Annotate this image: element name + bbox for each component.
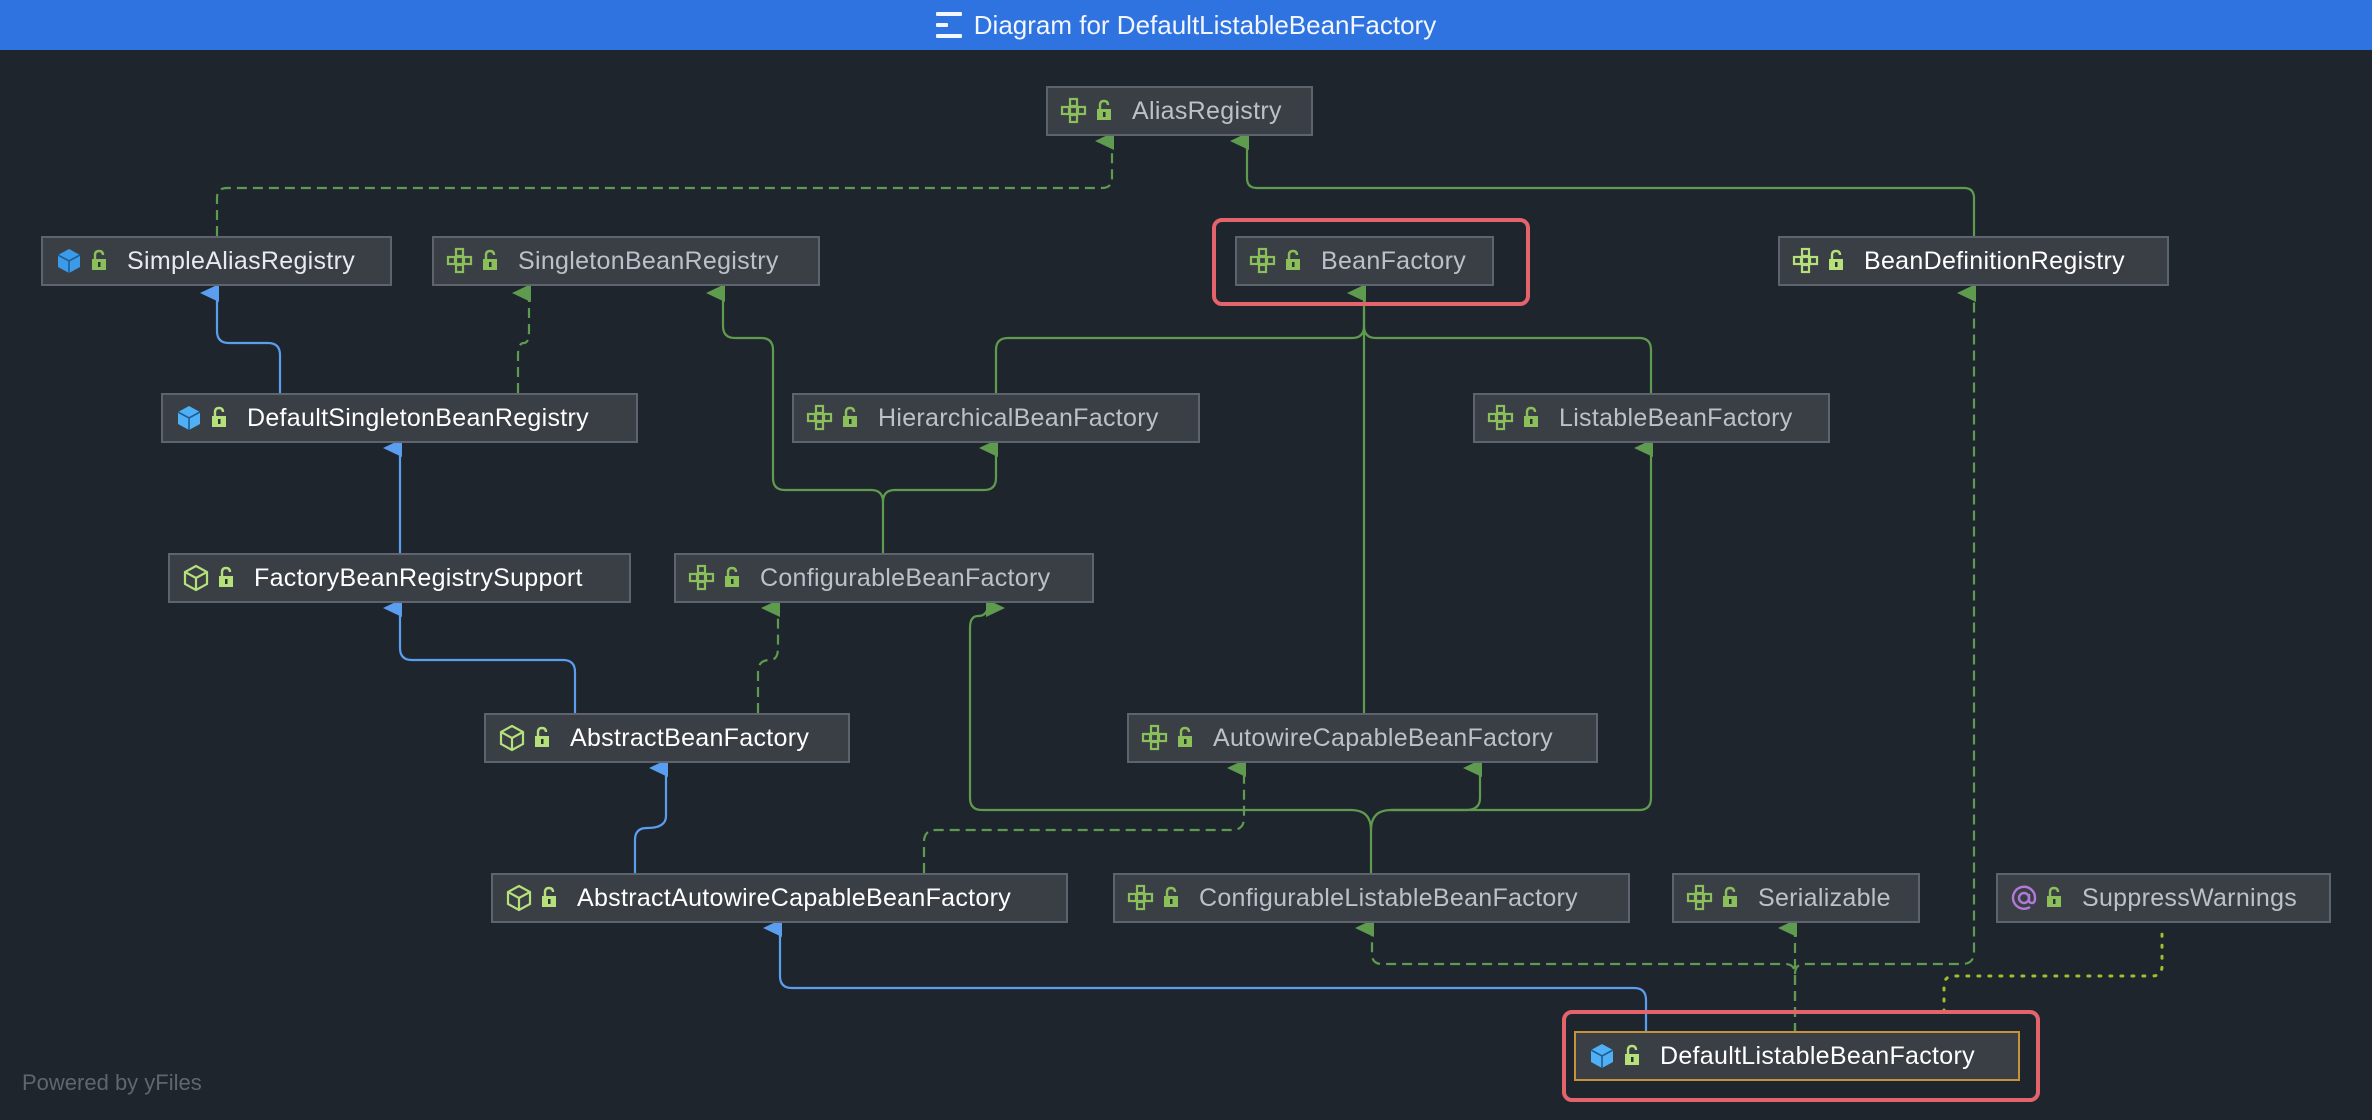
- node-label: SimpleAliasRegistry: [127, 246, 355, 275]
- node-configurable-listable-bean-factory[interactable]: ConfigurableListableBeanFactory: [1113, 873, 1630, 923]
- class-icon: [1590, 1044, 1614, 1068]
- public-lock-icon: [1524, 406, 1538, 427]
- node-label: FactoryBeanRegistrySupport: [254, 563, 583, 592]
- powered-by-footer: Powered by yFiles: [22, 1070, 202, 1095]
- edge-configurablebeanfactory-singletonbeanregistry: [706, 284, 885, 503]
- edge-abstractautowirecapablebeanfactory-abstractbeanfactory: [633, 759, 668, 873]
- public-lock-icon: [843, 406, 857, 427]
- interface-icon: [806, 404, 833, 431]
- edge-configurablelistablebeanfactory-listablebeanfactory: [1391, 439, 1653, 812]
- node-label: BeanFactory: [1321, 246, 1467, 275]
- relationship-edges: [200, 132, 2164, 1033]
- node-label: ConfigurableBeanFactory: [760, 563, 1051, 592]
- public-lock-icon: [212, 406, 226, 427]
- interface-icon: [1249, 247, 1276, 274]
- diagram-canvas[interactable]: AliasRegistry SimpleAliasRegistry Single…: [0, 50, 2372, 1120]
- public-lock-icon: [92, 249, 106, 270]
- public-lock-icon: [483, 249, 497, 270]
- node-listable-bean-factory[interactable]: ListableBeanFactory: [1473, 393, 1830, 443]
- node-simple-alias-registry[interactable]: SimpleAliasRegistry: [41, 236, 392, 286]
- node-label: DefaultListableBeanFactory: [1660, 1041, 1975, 1070]
- public-lock-icon: [725, 566, 739, 587]
- edge-listablebeanfactory-beanfactory: [1362, 325, 1653, 393]
- edge-defaultsingletonbeanregistry-singletonbeanregistry: [512, 284, 531, 393]
- node-alias-registry[interactable]: AliasRegistry: [1046, 86, 1313, 136]
- node-label: DefaultSingletonBeanRegistry: [247, 403, 589, 432]
- edge-defaultlistablebeanfactory-configurablelistablebeanfactory: [1355, 919, 1797, 1033]
- public-lock-icon: [2047, 886, 2061, 907]
- public-lock-icon: [542, 886, 556, 907]
- node-serializable[interactable]: Serializable: [1672, 873, 1920, 923]
- edge-configurablebeanfactory-hierarchicalbeanfactory: [881, 439, 998, 553]
- annotation-icon: [2011, 885, 2037, 910]
- node-hierarchical-bean-factory[interactable]: HierarchicalBeanFactory: [792, 393, 1200, 443]
- abstract-class-icon: [183, 564, 209, 592]
- public-lock-icon: [1178, 726, 1192, 747]
- class-icon: [177, 406, 201, 430]
- public-lock-icon: [1625, 1044, 1639, 1065]
- interface-icon: [1792, 247, 1819, 274]
- window-title: Diagram for DefaultListableBeanFactory: [973, 9, 1437, 40]
- node-label: AbstractAutowireCapableBeanFactory: [577, 883, 1012, 912]
- abstract-class-icon: [506, 884, 532, 912]
- edge-simplealiasregistry-aliasregistry: [215, 132, 1114, 236]
- interface-icon: [688, 564, 715, 591]
- public-lock-icon: [219, 566, 233, 587]
- public-lock-icon: [1829, 249, 1843, 270]
- node-default-singleton-bean-registry[interactable]: DefaultSingletonBeanRegistry: [161, 393, 638, 443]
- edge-configurablelistablebeanfactory-autowirecapablebeanfactory: [1369, 759, 1482, 873]
- node-bean-factory[interactable]: BeanFactory: [1235, 236, 1494, 286]
- interface-icon: [1060, 97, 1087, 124]
- node-label: Serializable: [1758, 883, 1891, 912]
- edge-defaultlistablebeanfactory-suppresswarnings: [1942, 924, 2164, 1014]
- node-label: ConfigurableListableBeanFactory: [1199, 883, 1578, 912]
- node-factory-bean-registry-support[interactable]: FactoryBeanRegistrySupport: [168, 553, 631, 603]
- edge-abstractautowirecapablebeanfactory-autowirecapablebeanfactory: [922, 759, 1246, 873]
- node-label: AutowireCapableBeanFactory: [1213, 723, 1553, 752]
- node-label: SingletonBeanRegistry: [518, 246, 779, 275]
- public-lock-icon: [1723, 886, 1737, 907]
- public-lock-icon: [535, 726, 549, 747]
- interface-icon: [1141, 724, 1168, 751]
- interface-icon: [1127, 884, 1154, 911]
- node-abstract-autowire-capable-bean-factory[interactable]: AbstractAutowireCapableBeanFactory: [491, 873, 1068, 923]
- public-lock-icon: [1097, 99, 1111, 120]
- edge-defaultlistablebeanfactory-beandefinitionregistry: [1793, 284, 1976, 975]
- node-label: AbstractBeanFactory: [570, 723, 810, 752]
- node-label: SuppressWarnings: [2082, 883, 2298, 912]
- abstract-class-icon: [499, 724, 525, 752]
- hamburger-menu-icon[interactable]: [935, 12, 962, 38]
- edge-hierarchicalbeanfactory-beanfactory: [994, 284, 1366, 393]
- edge-configurablelistablebeanfactory-configurablebeanfactory: [968, 599, 1373, 831]
- beanfactory-highlight: [1212, 218, 1530, 306]
- public-lock-icon: [1164, 886, 1178, 907]
- class-icon: [57, 249, 81, 273]
- node-configurable-bean-factory[interactable]: ConfigurableBeanFactory: [674, 553, 1094, 603]
- window-title-bar: Diagram for DefaultListableBeanFactory: [0, 0, 2372, 50]
- node-autowire-capable-bean-factory[interactable]: AutowireCapableBeanFactory: [1127, 713, 1598, 763]
- node-default-listable-bean-factory[interactable]: DefaultListableBeanFactory: [1574, 1031, 2020, 1081]
- defaultlistablebeanfactory-highlight: [1562, 1010, 2040, 1102]
- interface-icon: [446, 247, 473, 274]
- interface-icon: [1686, 884, 1713, 911]
- node-singleton-bean-registry[interactable]: SingletonBeanRegistry: [432, 236, 820, 286]
- edge-abstractbeanfactory-factorybeanregistrysupport: [383, 599, 577, 713]
- node-label: ListableBeanFactory: [1559, 403, 1793, 432]
- edge-defaultsingletonbeanregistry-simplealiasregistry: [200, 284, 282, 393]
- interface-icon: [1487, 404, 1514, 431]
- node-label: BeanDefinitionRegistry: [1864, 246, 2125, 275]
- public-lock-icon: [1286, 249, 1300, 270]
- edge-abstractbeanfactory-configurablebeanfactory: [756, 599, 780, 713]
- node-label: AliasRegistry: [1132, 96, 1282, 125]
- edge-beandefinitionregistry-aliasregistry: [1230, 132, 1976, 236]
- node-abstract-bean-factory[interactable]: AbstractBeanFactory: [484, 713, 850, 763]
- node-label: HierarchicalBeanFactory: [878, 403, 1159, 432]
- node-suppress-warnings[interactable]: SuppressWarnings: [1996, 873, 2331, 923]
- edge-defaultlistablebeanfactory-abstractautowirecapablebeanfactory: [763, 919, 1648, 1033]
- node-bean-definition-registry[interactable]: BeanDefinitionRegistry: [1778, 236, 2169, 286]
